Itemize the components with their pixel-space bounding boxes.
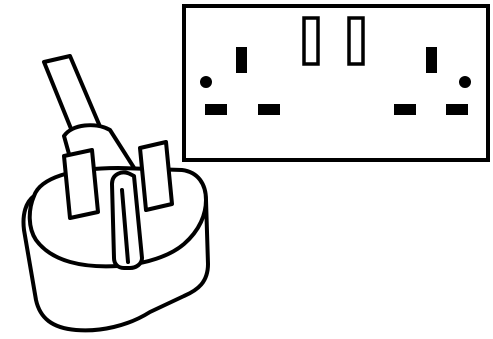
live-slot <box>394 104 416 115</box>
earth-slot <box>426 47 437 73</box>
plug-pin-right <box>138 140 174 212</box>
socket-outlet-right <box>394 47 471 115</box>
socket-screw <box>459 76 471 88</box>
plug-pin-earth <box>110 170 144 270</box>
live-slot <box>205 104 227 115</box>
neutral-slot <box>446 104 468 115</box>
earth-slot <box>236 47 247 73</box>
socket-outlet-left <box>200 47 280 115</box>
double-socket <box>182 4 490 162</box>
neutral-slot <box>258 104 280 115</box>
socket-switch-right <box>347 16 365 66</box>
socket-switch-left <box>302 16 320 66</box>
plug-pin-left <box>62 148 100 220</box>
plug <box>21 54 210 333</box>
socket-faceplate <box>182 4 490 162</box>
socket-screw <box>200 76 212 88</box>
plug-pin-earth-edge <box>120 188 130 264</box>
